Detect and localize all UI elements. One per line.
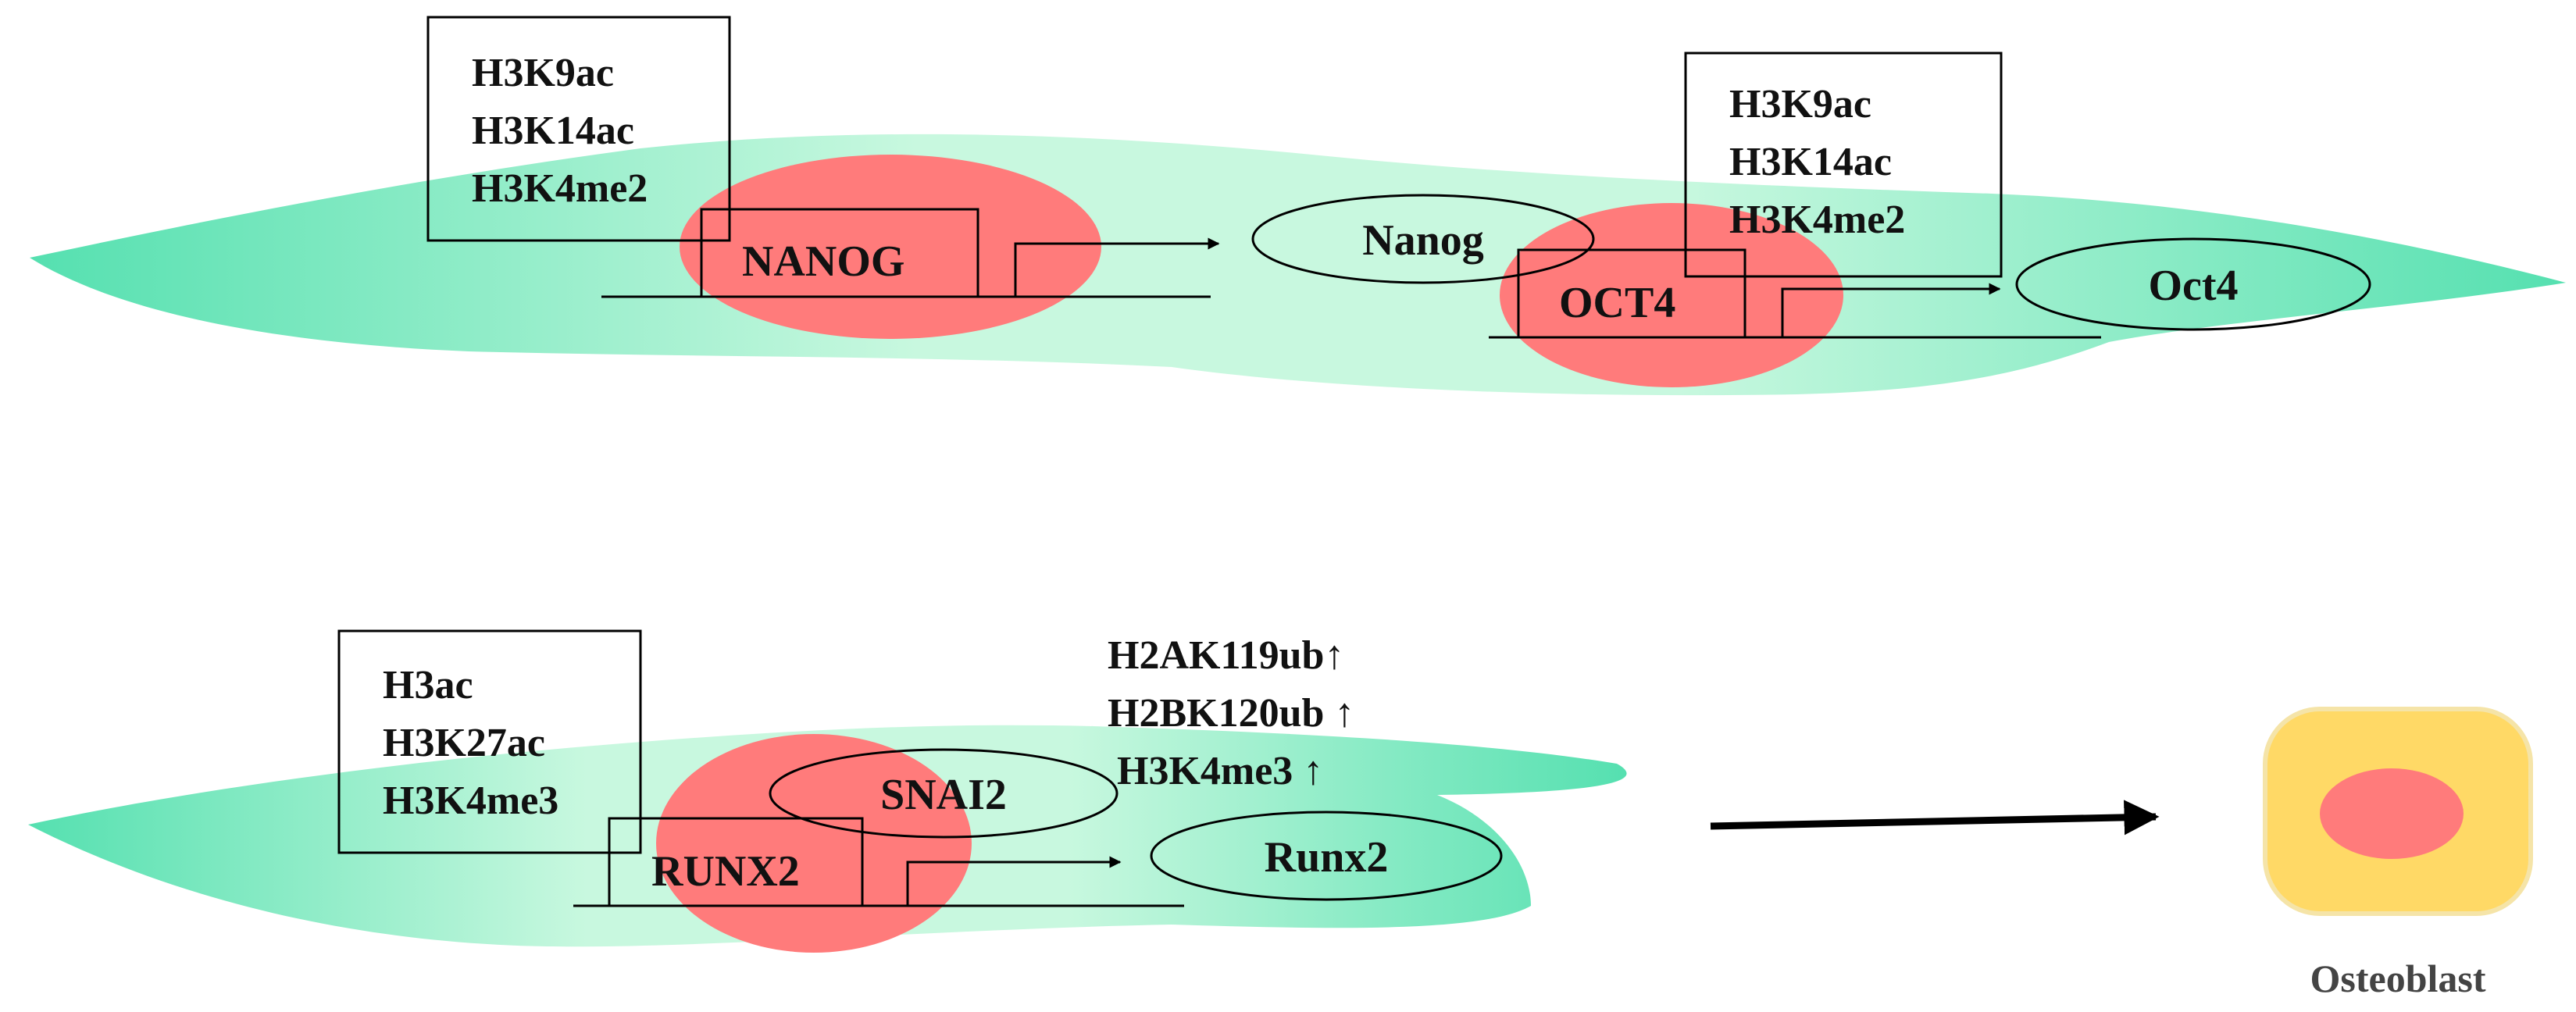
- differentiation-arrow: [1710, 800, 2160, 836]
- runx2-marks-box: [337, 629, 642, 854]
- oct4-mark-1: H3K9ac: [1729, 82, 1871, 126]
- nanog-mark-1: H3K9ac: [472, 51, 614, 95]
- oct4-mark-3: H3K4me2: [1729, 198, 1905, 242]
- runx2-promoter-arrow: [906, 856, 1122, 906]
- runx2-mark-3: H3K4me3: [383, 779, 558, 823]
- oct4-mark-2: H3K14ac: [1729, 140, 1892, 184]
- snai2-protein: [769, 748, 1119, 839]
- snai2-protein-label: SNAI2: [880, 771, 1007, 819]
- nanog-gene-label: NANOG: [742, 237, 904, 286]
- nanog-mark-3: H3K4me2: [472, 166, 648, 211]
- runx2-protein-label: Runx2: [1265, 833, 1389, 882]
- oct4-promoter-arrow: [1781, 283, 2001, 337]
- runx2-mark-2: H3K27ac: [383, 721, 545, 765]
- runx2-mark-1: H3ac: [383, 663, 473, 707]
- nanog-nucleus: [680, 155, 1101, 339]
- osteoblast-nucleus: [2320, 768, 2464, 859]
- nanog-marks-box: [426, 16, 731, 242]
- nanog-mark-2: H3K14ac: [472, 109, 634, 153]
- nanog-protein-label: Nanog: [1362, 216, 1484, 265]
- oct4-protein: [2015, 237, 2371, 331]
- oct4-marks-box: [1684, 52, 2003, 278]
- runx2-nucleus: [656, 734, 972, 953]
- runx2-gene-region: H3ac H3K27ac H3K4me3 SNAI2 RUNX2 Runx2 H…: [337, 629, 1503, 907]
- osteoblast-label: Osteoblast: [2310, 957, 2486, 1000]
- top-cell-body: [30, 134, 2566, 396]
- nanog-promoter-arrow: [1014, 237, 1220, 297]
- osteoblast-cell: Osteoblast: [2263, 707, 2533, 1000]
- snai2-mark-1: H2AK119ub↑: [1108, 633, 1344, 678]
- top-stem-cell: [30, 134, 2566, 396]
- oct4-protein-label: Oct4: [2148, 262, 2238, 310]
- runx2-protein: [1150, 811, 1503, 901]
- oct4-gene-label: OCT4: [1559, 279, 1675, 327]
- nanog-gene-region: H3K9ac H3K14ac H3K4me2 NANOG Nanog: [426, 16, 1595, 298]
- snai2-mark-3: H3K4me3 ↑: [1117, 749, 1323, 793]
- nanog-protein: [1251, 194, 1595, 284]
- oct4-gene-region: H3K9ac H3K14ac H3K4me2 OCT4 Oct4: [1489, 52, 2371, 339]
- snai2-mark-2: H2BK120ub ↑: [1108, 691, 1354, 736]
- runx2-gene-label: RUNX2: [651, 847, 800, 896]
